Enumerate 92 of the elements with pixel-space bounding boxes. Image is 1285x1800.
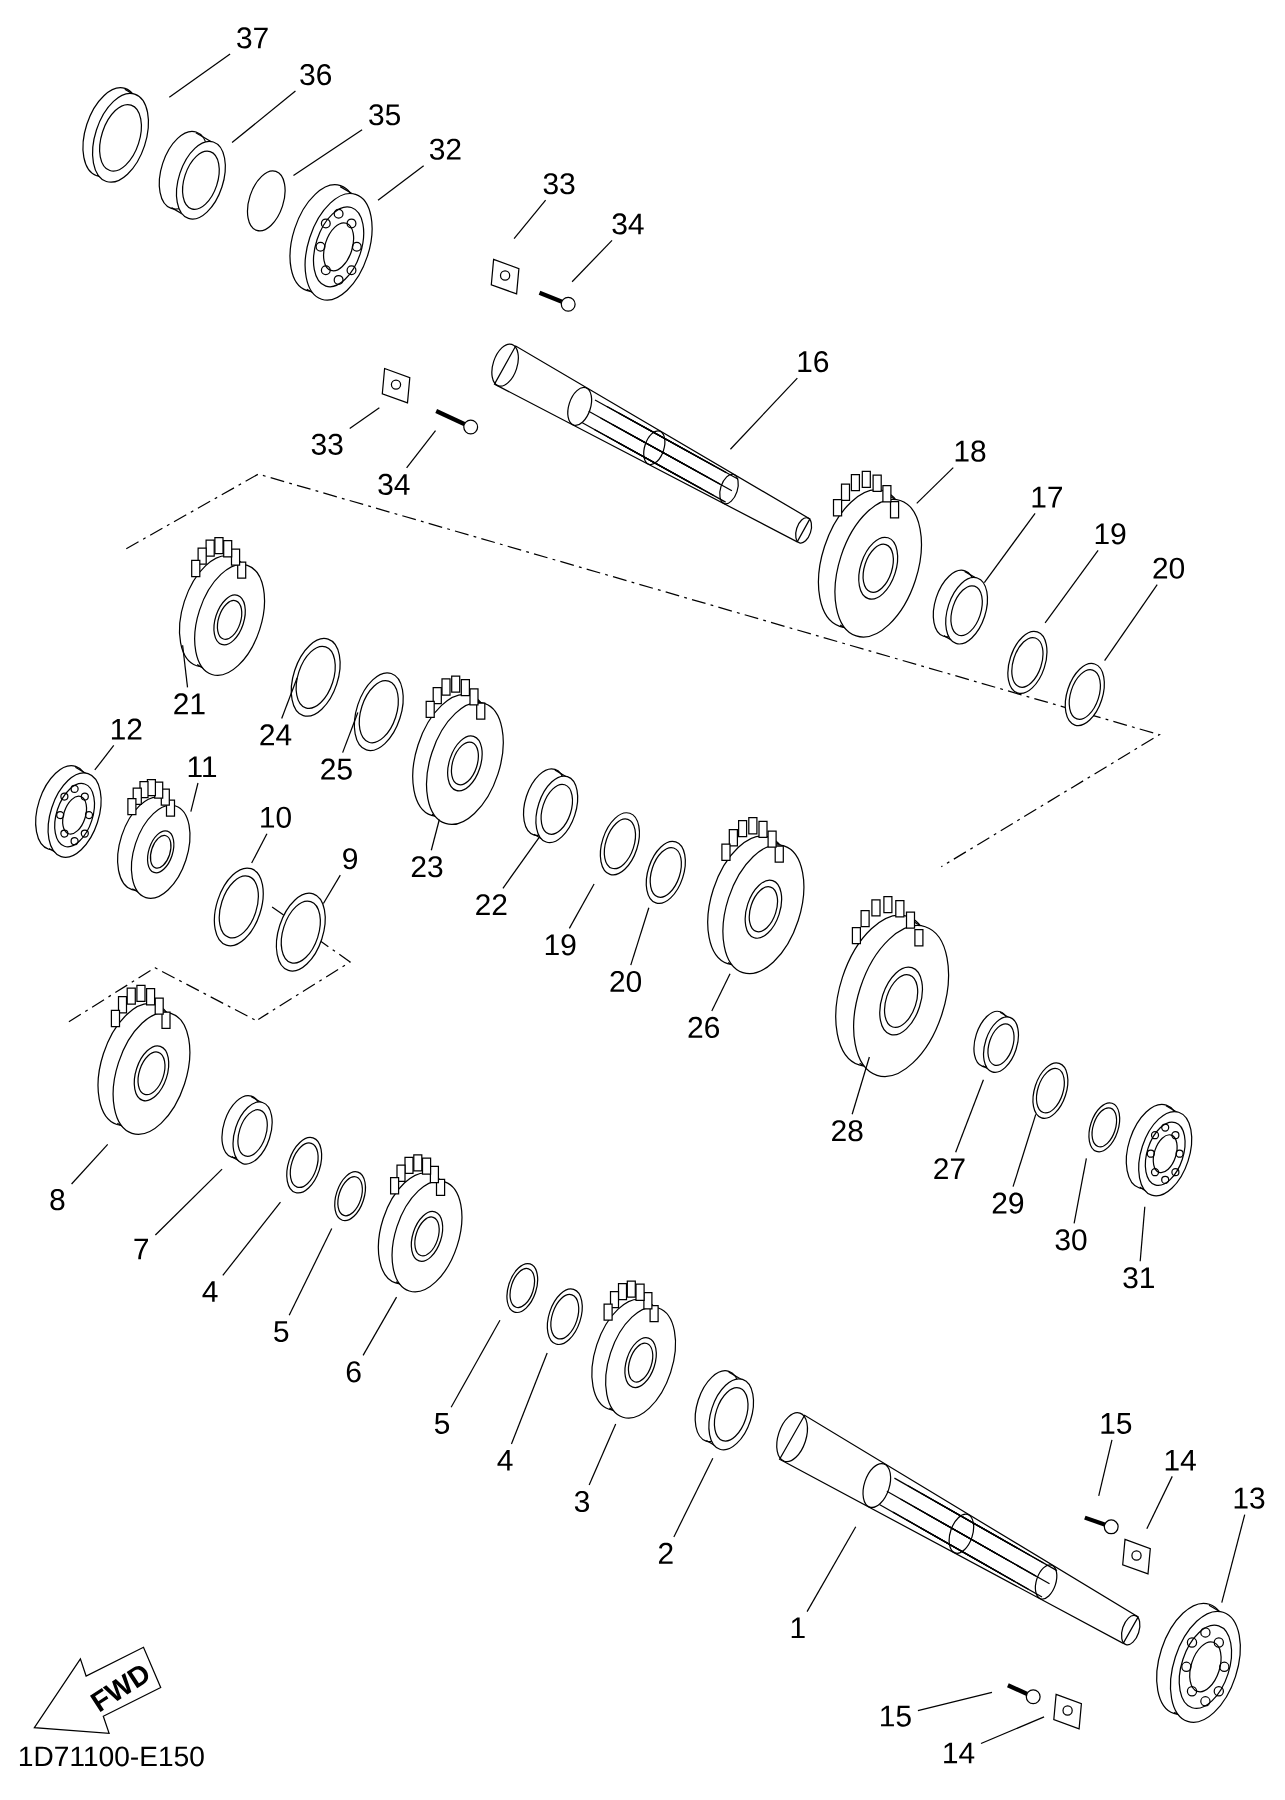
leader-line [980,1716,1045,1745]
leader-line [155,1168,223,1236]
callout-number: 29 [993,1192,1024,1214]
callout-number: 23 [412,856,443,878]
leader-line [362,1296,398,1356]
callout-number: 24 [260,724,292,746]
leader-line [917,1691,993,1712]
leader-line [711,973,731,1012]
callout-number: 17 [1032,486,1063,508]
leader-line [231,90,297,144]
leader-line [182,644,189,688]
leader-line [251,833,268,864]
callout-number: 8 [50,1189,65,1211]
callout-number: 20 [1153,557,1185,579]
part-code: 1D71100-E150 [20,1746,204,1767]
leader-line [288,1227,333,1316]
leader-line [1098,1439,1113,1497]
leader-line [806,1526,857,1613]
leader-line [511,1352,548,1445]
leader-line [94,744,115,771]
callout-number: 3 [575,1490,590,1513]
leader-line [281,677,298,720]
leader-line [630,907,650,966]
callout-number: 11 [188,756,217,778]
leader-line [730,377,799,450]
callout-number: 33 [311,433,343,455]
callout-number: 15 [881,1705,911,1727]
leader-line [293,129,363,177]
callout-number: 16 [798,351,829,373]
callout-number: 4 [497,1449,513,1471]
leader-line [568,883,595,929]
leader-line [349,407,381,430]
callout-number: 4 [202,1281,218,1302]
leader-line [450,1319,501,1408]
callout-number: 10 [261,806,292,828]
leader-line [1073,1157,1088,1224]
callout-number: 21 [174,693,205,715]
leader-line [588,1423,617,1486]
leader-line [1104,584,1159,662]
callout-number: 18 [955,440,986,462]
callout-number: 7 [134,1238,149,1260]
leader-line [222,1201,282,1276]
leader-line [1044,549,1099,624]
callout-number: 14 [944,1742,975,1764]
callout-number: 27 [934,1158,965,1180]
leader-line [502,836,540,889]
leader-line [673,1457,714,1538]
callout-number: 20 [610,970,642,993]
leader-line [955,1079,985,1153]
callout-number: 5 [274,1321,289,1343]
callout-number: 9 [343,848,358,870]
callout-number: 22 [476,894,507,916]
callout-number: 2 [659,1542,673,1564]
leader-line [571,239,613,283]
callout-number: 35 [369,104,401,126]
callout-number: 25 [321,758,352,780]
callout-number: 6 [347,1361,361,1383]
callout-number: 5 [435,1413,450,1434]
leader-line [377,165,425,201]
leader-line [323,874,342,905]
leader-line [513,199,547,240]
callout-number: 19 [1095,523,1126,545]
leader-line [168,53,231,98]
callout-number: 1 [791,1617,805,1639]
leader-line [983,512,1036,584]
callout-number: 30 [1055,1229,1087,1251]
callout-number: 12 [112,718,142,740]
callout-number: 37 [237,27,268,49]
callout-number: 36 [300,64,332,86]
leader-line [1012,1113,1037,1188]
leader-line [406,430,437,469]
leader-line [1139,1206,1146,1262]
arrow-label: FWD [90,1666,149,1712]
leader-line [71,1143,109,1185]
callout-number: 19 [546,934,576,956]
callout-number: 33 [543,173,575,195]
leader-line [851,1056,871,1115]
callout-number: 34 [612,213,644,235]
callout-number: 15 [1101,1413,1132,1434]
leader-line [190,782,199,813]
callout-number: 14 [1165,1449,1197,1471]
callout-number: 28 [832,1120,863,1142]
leader-line [916,466,955,505]
leader-line [1221,1513,1246,1604]
callout-number: 13 [1234,1487,1265,1509]
callout-number: 31 [1123,1267,1155,1289]
leader-line [342,711,359,754]
leader-line [1146,1475,1174,1530]
callout-number: 34 [378,473,410,495]
callout-number: 32 [430,138,461,160]
callout-number: 26 [688,1016,720,1038]
leader-line [430,818,441,851]
